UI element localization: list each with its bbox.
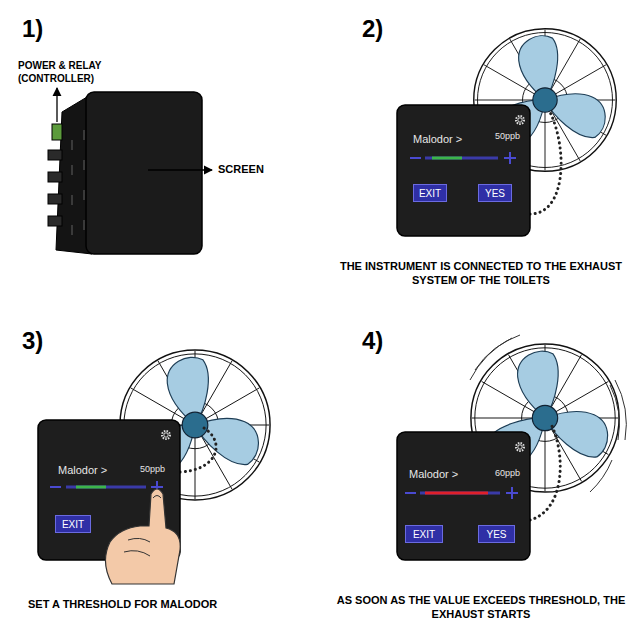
button-label: EXIT — [413, 529, 435, 540]
screen-button: YES — [478, 184, 512, 202]
button-label: YES — [486, 529, 506, 540]
screen-button: YES — [478, 525, 515, 543]
caption-text: SET A THRESHOLD FOR MALODOR — [28, 598, 318, 612]
step-number: 2) — [362, 14, 402, 44]
sensor-name: Malodor > — [413, 133, 462, 145]
device-screen: Malodor > 60ppbEXIT YES — [397, 432, 530, 560]
step-number: 3) — [22, 326, 62, 356]
button-label: EXIT — [419, 188, 441, 199]
button-label: YES — [485, 188, 505, 199]
sensor-value: 50ppb — [140, 464, 165, 474]
screen-button: EXIT — [413, 184, 447, 202]
device-screen: Malodor > 50ppbEXIT — [38, 420, 180, 560]
sensor-name: Malodor > — [409, 468, 458, 480]
caption-text: POWER & RELAY (CONTROLLER) — [18, 60, 138, 85]
sensor-name: Malodor > — [58, 464, 107, 476]
sensor-value: 60ppb — [495, 468, 520, 478]
leader-line — [56, 88, 57, 122]
screen-button: EXIT — [55, 515, 91, 533]
caption-text: AS SOON AS THE VALUE EXCEEDS THRESHOLD, … — [336, 594, 626, 622]
step-number: 1) — [22, 14, 62, 44]
device-screen: Malodor > 50ppbEXIT YES — [397, 105, 530, 236]
device-3d — [48, 92, 202, 254]
step-number: 4) — [362, 326, 402, 356]
sensor-value: 50ppb — [495, 131, 520, 141]
caption-text: SCREEN — [218, 163, 298, 177]
leader-line — [148, 169, 212, 170]
hand — [105, 489, 180, 584]
caption-text: THE INSTRUMENT IS CONNECTED TO THE EXHAU… — [336, 260, 626, 288]
button-label: EXIT — [62, 519, 84, 530]
screen-button: EXIT — [405, 525, 443, 543]
